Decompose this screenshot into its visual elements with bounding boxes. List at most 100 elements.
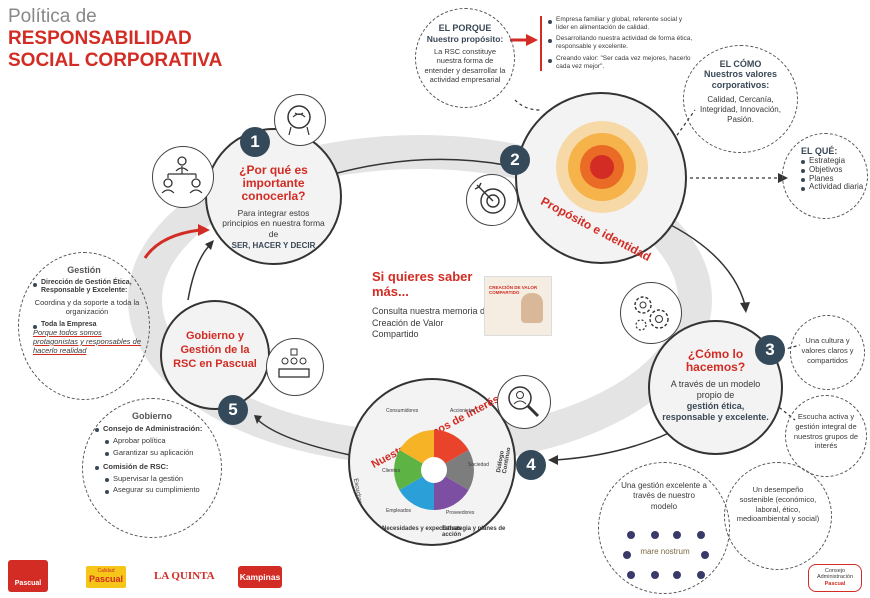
- wheel-label: Clientes: [382, 468, 401, 474]
- model-name: mare nostrum: [640, 547, 690, 556]
- step3-text: A través de un modelo propio de: [670, 379, 761, 401]
- title-line3: SOCIAL CORPORATIVA: [8, 49, 223, 71]
- gears-icon: [620, 282, 682, 344]
- report-cover-title: CREACIÓN DE VALOR COMPARTIDO: [489, 285, 538, 296]
- step2-circle: Propósito e identidad: [515, 92, 687, 264]
- como-text: Calidad, Cercanía, Integridad, Innovació…: [700, 94, 781, 125]
- cultura-text: Una cultura y valores claros y compartid…: [801, 336, 854, 365]
- desempeno-circle: Un desempeño sostenible (económico, labo…: [724, 462, 832, 570]
- como-title: EL CÓMO: [719, 59, 762, 69]
- wheel-label: Consumidores: [386, 408, 419, 414]
- proposito-item: Empresa familiar y global, referente soc…: [548, 16, 693, 32]
- step1-text: Para integrar estos principios en nuestr…: [222, 207, 325, 239]
- que-item: Actividad diaria: [801, 182, 867, 192]
- que-item: Estrategia: [801, 156, 867, 165]
- proposito-list: Empresa familiar y global, referente soc…: [540, 16, 693, 71]
- pascual-logo-text: Pascual: [14, 580, 42, 587]
- gobierno-sub: Supervisar la gestión: [105, 474, 213, 483]
- que-item: Objetivos: [801, 165, 867, 174]
- escucha-text: Escucha activa y gestión integral de nue…: [793, 412, 859, 451]
- gobierno-sub: Aprobar política: [105, 436, 213, 445]
- outer-label: Estrategia y planes de acción: [442, 526, 506, 538]
- step2-number: 2: [500, 145, 530, 175]
- step1-emph: SER, HACER Y DECIR: [231, 241, 316, 251]
- consejo-line1: Consejo: [824, 568, 846, 574]
- step3-emph: gestión ética, responsable y excelente.: [662, 400, 769, 422]
- consejo-line2: Administración: [816, 574, 854, 581]
- gestion-item2-text: Porque todos somos protagonistas y respo…: [33, 327, 141, 356]
- report-cover-image[interactable]: CREACIÓN DE VALOR COMPARTIDO: [484, 276, 552, 336]
- title-line2: RESPONSABILIDAD: [8, 28, 192, 49]
- gestion-item1-title: Dirección de Gestión Ética, Responsable …: [33, 279, 141, 296]
- arrow-1-2: [329, 158, 506, 176]
- gobierno-circle: Gobierno Consejo de Administración: Apro…: [82, 398, 222, 538]
- step1-number: 1: [240, 127, 270, 157]
- escucha-circle: Escucha activa y gestión integral de nue…: [785, 395, 867, 477]
- model-icons: [623, 531, 709, 579]
- step4-number: 4: [516, 450, 546, 480]
- gobierno-item2-title: Comisión de RSC:: [95, 462, 213, 471]
- step5-circle: Gobierno y Gestión de la RSC en Pascual: [160, 300, 270, 410]
- gobierno-sub: Asegurar su cumplimiento: [105, 485, 213, 495]
- target-arrow-icon: [466, 174, 518, 226]
- step4-circle: Nuestros grupos de interés Consumidores …: [348, 378, 516, 546]
- cultura-circle: Una cultura y valores claros y compartid…: [790, 315, 865, 390]
- que-item: Planes: [801, 174, 867, 183]
- title-line1: Política de: [8, 6, 97, 27]
- brain-icon: [274, 94, 326, 146]
- desempeno-text: Un desempeño sostenible (económico, labo…: [736, 485, 820, 524]
- wheel-label: Proveedores: [446, 510, 475, 516]
- gobierno-item1-title: Consejo de Administración:: [95, 424, 213, 433]
- stakeholder-wheel: [394, 430, 474, 510]
- porque-circle: EL PORQUE Nuestro propósito: La RSC cons…: [415, 8, 515, 108]
- saber-mas-text: Consulta nuestra memoria de Creación de …: [372, 305, 491, 340]
- calidad-pascual-logo: Calidad Pascual: [86, 566, 126, 588]
- como-circle: EL CÓMO Nuestros valores corporativos: C…: [683, 45, 798, 153]
- kampinas-text: Kampinas: [239, 572, 281, 582]
- meeting-icon: [266, 338, 324, 396]
- outer-label: Diálogo Continuo: [496, 447, 513, 475]
- arrow-4-5: [257, 419, 351, 456]
- step1-title: ¿Por qué es importante conocerla?: [239, 163, 308, 204]
- org-chart-icon: [152, 146, 214, 208]
- consejo-logo: Consejo Administración Pascual: [808, 564, 862, 592]
- gestion-title: Gestión: [67, 265, 101, 275]
- wheel-label: Accionistas: [450, 408, 476, 414]
- porque-text: La RSC constituye nuestra forma de enten…: [424, 46, 506, 84]
- arrow-5-1: [187, 244, 211, 301]
- magnifier-person-icon: [497, 375, 551, 429]
- gestion-circle: Gestión Dirección de Gestión Ética, Resp…: [18, 252, 150, 400]
- porque-title: EL PORQUE: [438, 23, 492, 33]
- la-quinta-logo: LA QUINTA: [154, 570, 215, 582]
- excelente-text: Una gestión excelente a través de nuestr…: [621, 481, 707, 511]
- como-subtitle: Nuestros valores corporativos:: [703, 69, 778, 90]
- calidad-pascual-text: Pascual: [88, 574, 124, 584]
- gobierno-title: Gobierno: [132, 411, 172, 421]
- porque-subtitle: Nuestro propósito:: [426, 34, 504, 45]
- step5-title: Gobierno y Gestión de la RSC en Pascual: [173, 330, 257, 370]
- gestion-item2-title: Toda la Empresa: [33, 321, 141, 329]
- step1-circle: ¿Por qué es importante conocerla? Para i…: [205, 128, 342, 265]
- outer-label: Necesidades y expectativas: [382, 526, 462, 532]
- step5-number: 5: [218, 395, 248, 425]
- proposito-item: Desarrollando nuestra actividad de forma…: [548, 35, 693, 51]
- pascual-logo: Pascual: [8, 560, 48, 592]
- wheel-label: Sociedad: [468, 462, 489, 468]
- wheel-label: Empleados: [386, 508, 412, 514]
- step3-title: ¿Cómo lo hacemos?: [685, 347, 746, 375]
- gobierno-sub: Garantizar su aplicación: [105, 448, 213, 457]
- consejo-line3: Pascual: [824, 580, 846, 587]
- que-circle: EL QUÉ: Estrategia Objetivos Planes Acti…: [782, 133, 868, 219]
- saber-mas-title: Si quieres saber más...: [372, 269, 473, 299]
- step3-number: 3: [755, 335, 785, 365]
- excelente-circle: Una gestión excelente a través de nuestr…: [598, 462, 730, 594]
- red-arrow-gestion: [143, 228, 201, 259]
- purpose-target-graphic: [556, 121, 648, 213]
- person-photo: [521, 293, 543, 323]
- page-title: Política de RESPONSABILIDAD SOCIAL CORPO…: [8, 6, 222, 72]
- kampinas-logo: Kampinas: [238, 566, 282, 588]
- saber-mas-block: Si quieres saber más... Consulta nuestra…: [372, 269, 492, 341]
- gestion-item1-text: Coordina y da soporte a toda la organiza…: [34, 297, 140, 317]
- calidad-label: Calidad: [97, 568, 115, 574]
- proposito-item: Creando valor: "Ser cada vez mejores, ha…: [548, 55, 693, 71]
